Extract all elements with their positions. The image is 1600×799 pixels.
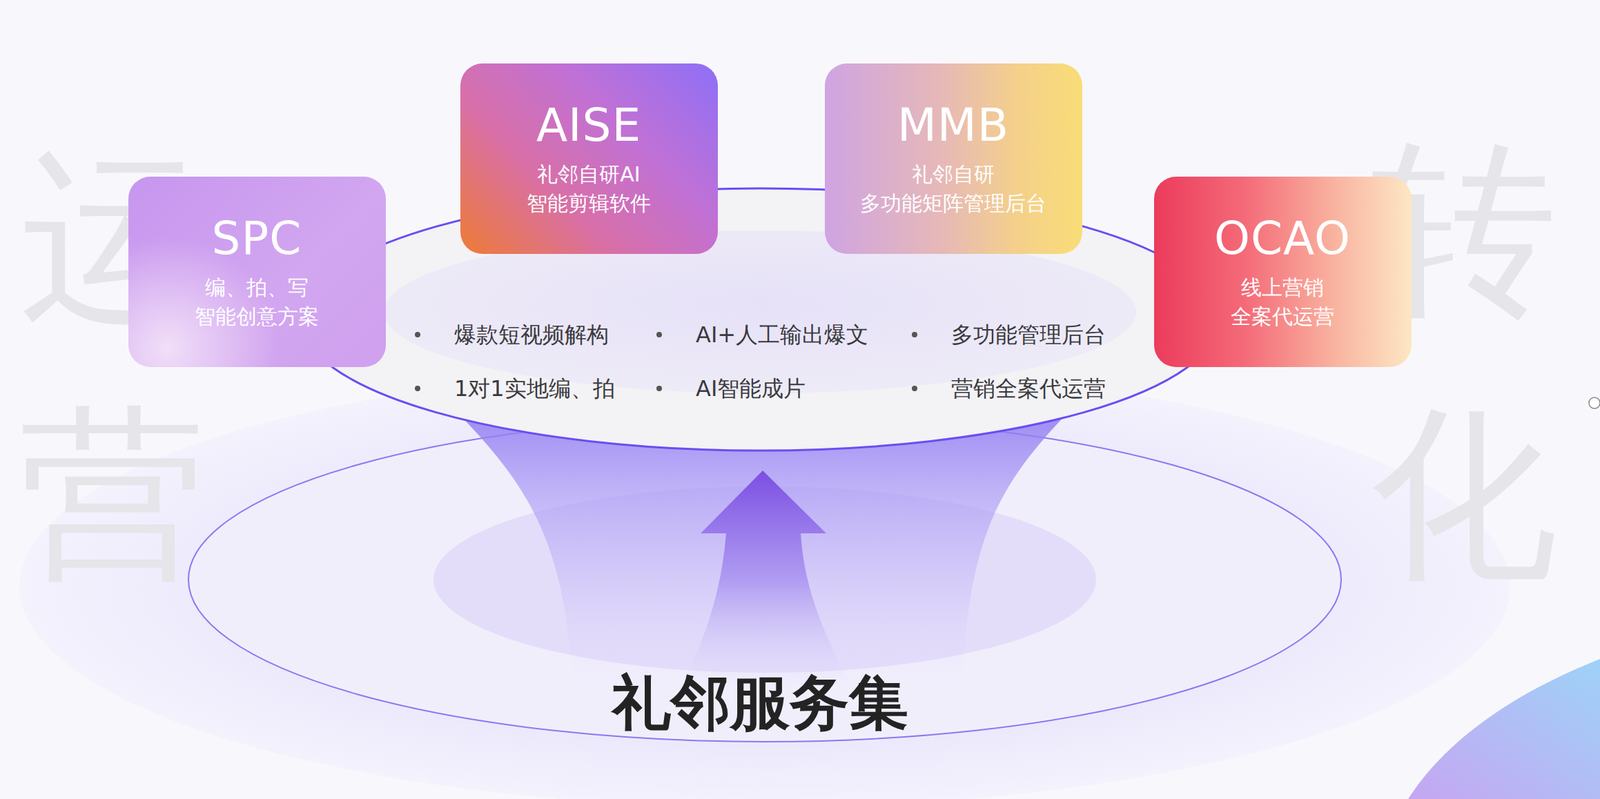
bullet-text: AI+人工输出爆文 (695, 321, 869, 348)
box-heading: SPC (211, 212, 303, 266)
box-body: 线上营销 全案代运营 (1199, 273, 1366, 332)
box-body: 礼邻自研AI 智能剪辑软件 (488, 160, 689, 219)
bullet-text: 营销全案代运营 (951, 375, 1106, 402)
bullet-text: AI智能成片 (695, 375, 806, 402)
watermark-char: 营 (19, 401, 206, 589)
box-body: 礼邻自研 多功能矩阵管理后台 (849, 160, 1057, 219)
bullet-text: 爆款短视频解构 (454, 321, 609, 348)
box-heading: AISE (536, 99, 642, 152)
bullet-text: 多功能管理后台 (951, 321, 1106, 348)
box-heading: MMB (897, 99, 1010, 152)
watermark-char: 化 (1370, 401, 1558, 589)
service-box: AISE 礼邻自研AI 智能剪辑软件 (460, 63, 718, 255)
diagram-title: 礼邻服务集 (611, 670, 909, 736)
box-body: 编、拍、写 智能创意方案 (156, 273, 357, 332)
service-box: OCAO 线上营销 全案代运营 (1154, 176, 1412, 368)
service-box: MMB 礼邻自研 多功能矩阵管理后台 (824, 63, 1083, 255)
bullet-text: 1对1实地编、拍 (454, 375, 616, 402)
box-heading: OCAO (1214, 212, 1351, 266)
service-box: SPC 编、拍、写 智能创意方案 (128, 176, 386, 368)
